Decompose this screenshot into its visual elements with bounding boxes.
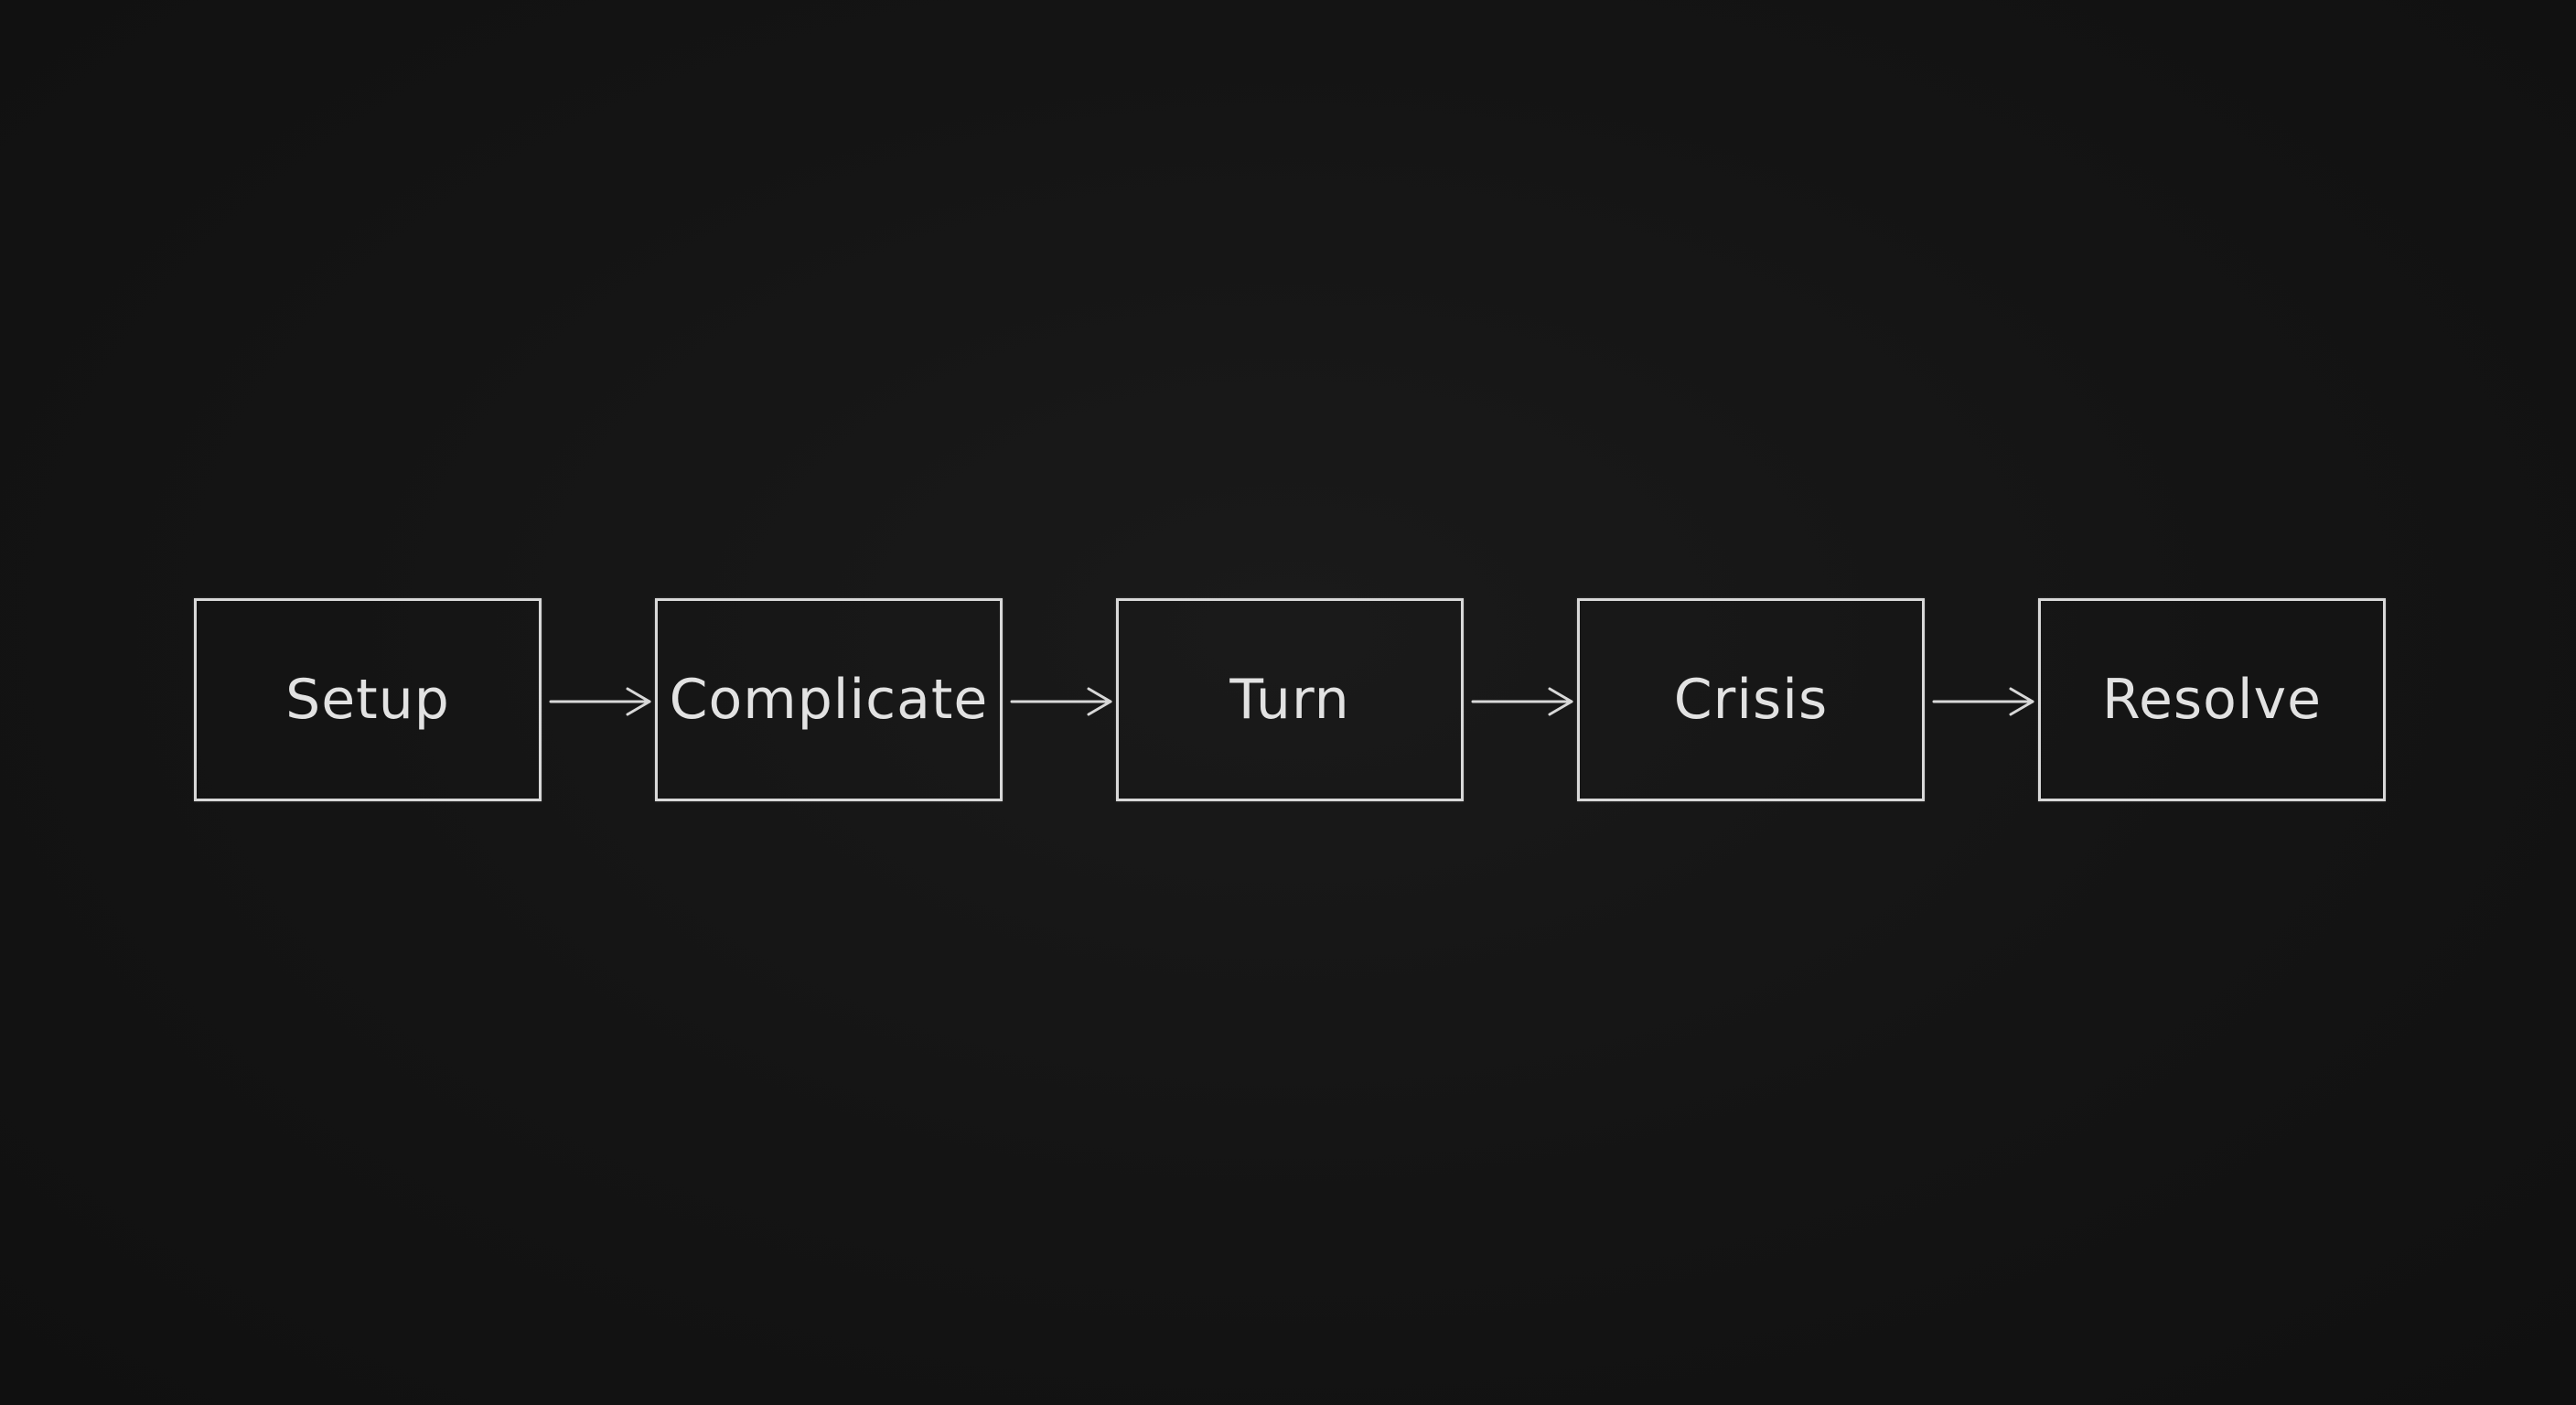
node-complicate: Complicate xyxy=(655,598,1003,801)
node-setup: Setup xyxy=(194,598,542,801)
edge-crisis-to-resolve xyxy=(1932,687,2034,716)
edge-turn-to-crisis xyxy=(1471,687,1573,716)
node-label: Setup xyxy=(285,668,450,732)
edge-setup-to-complicate xyxy=(549,687,651,716)
node-label: Turn xyxy=(1229,668,1350,732)
node-label: Complicate xyxy=(669,668,989,732)
node-turn: Turn xyxy=(1116,598,1464,801)
node-crisis: Crisis xyxy=(1577,598,1925,801)
node-label: Resolve xyxy=(2102,668,2322,732)
edge-complicate-to-turn xyxy=(1010,687,1112,716)
node-resolve: Resolve xyxy=(2038,598,2386,801)
node-label: Crisis xyxy=(1673,668,1829,732)
